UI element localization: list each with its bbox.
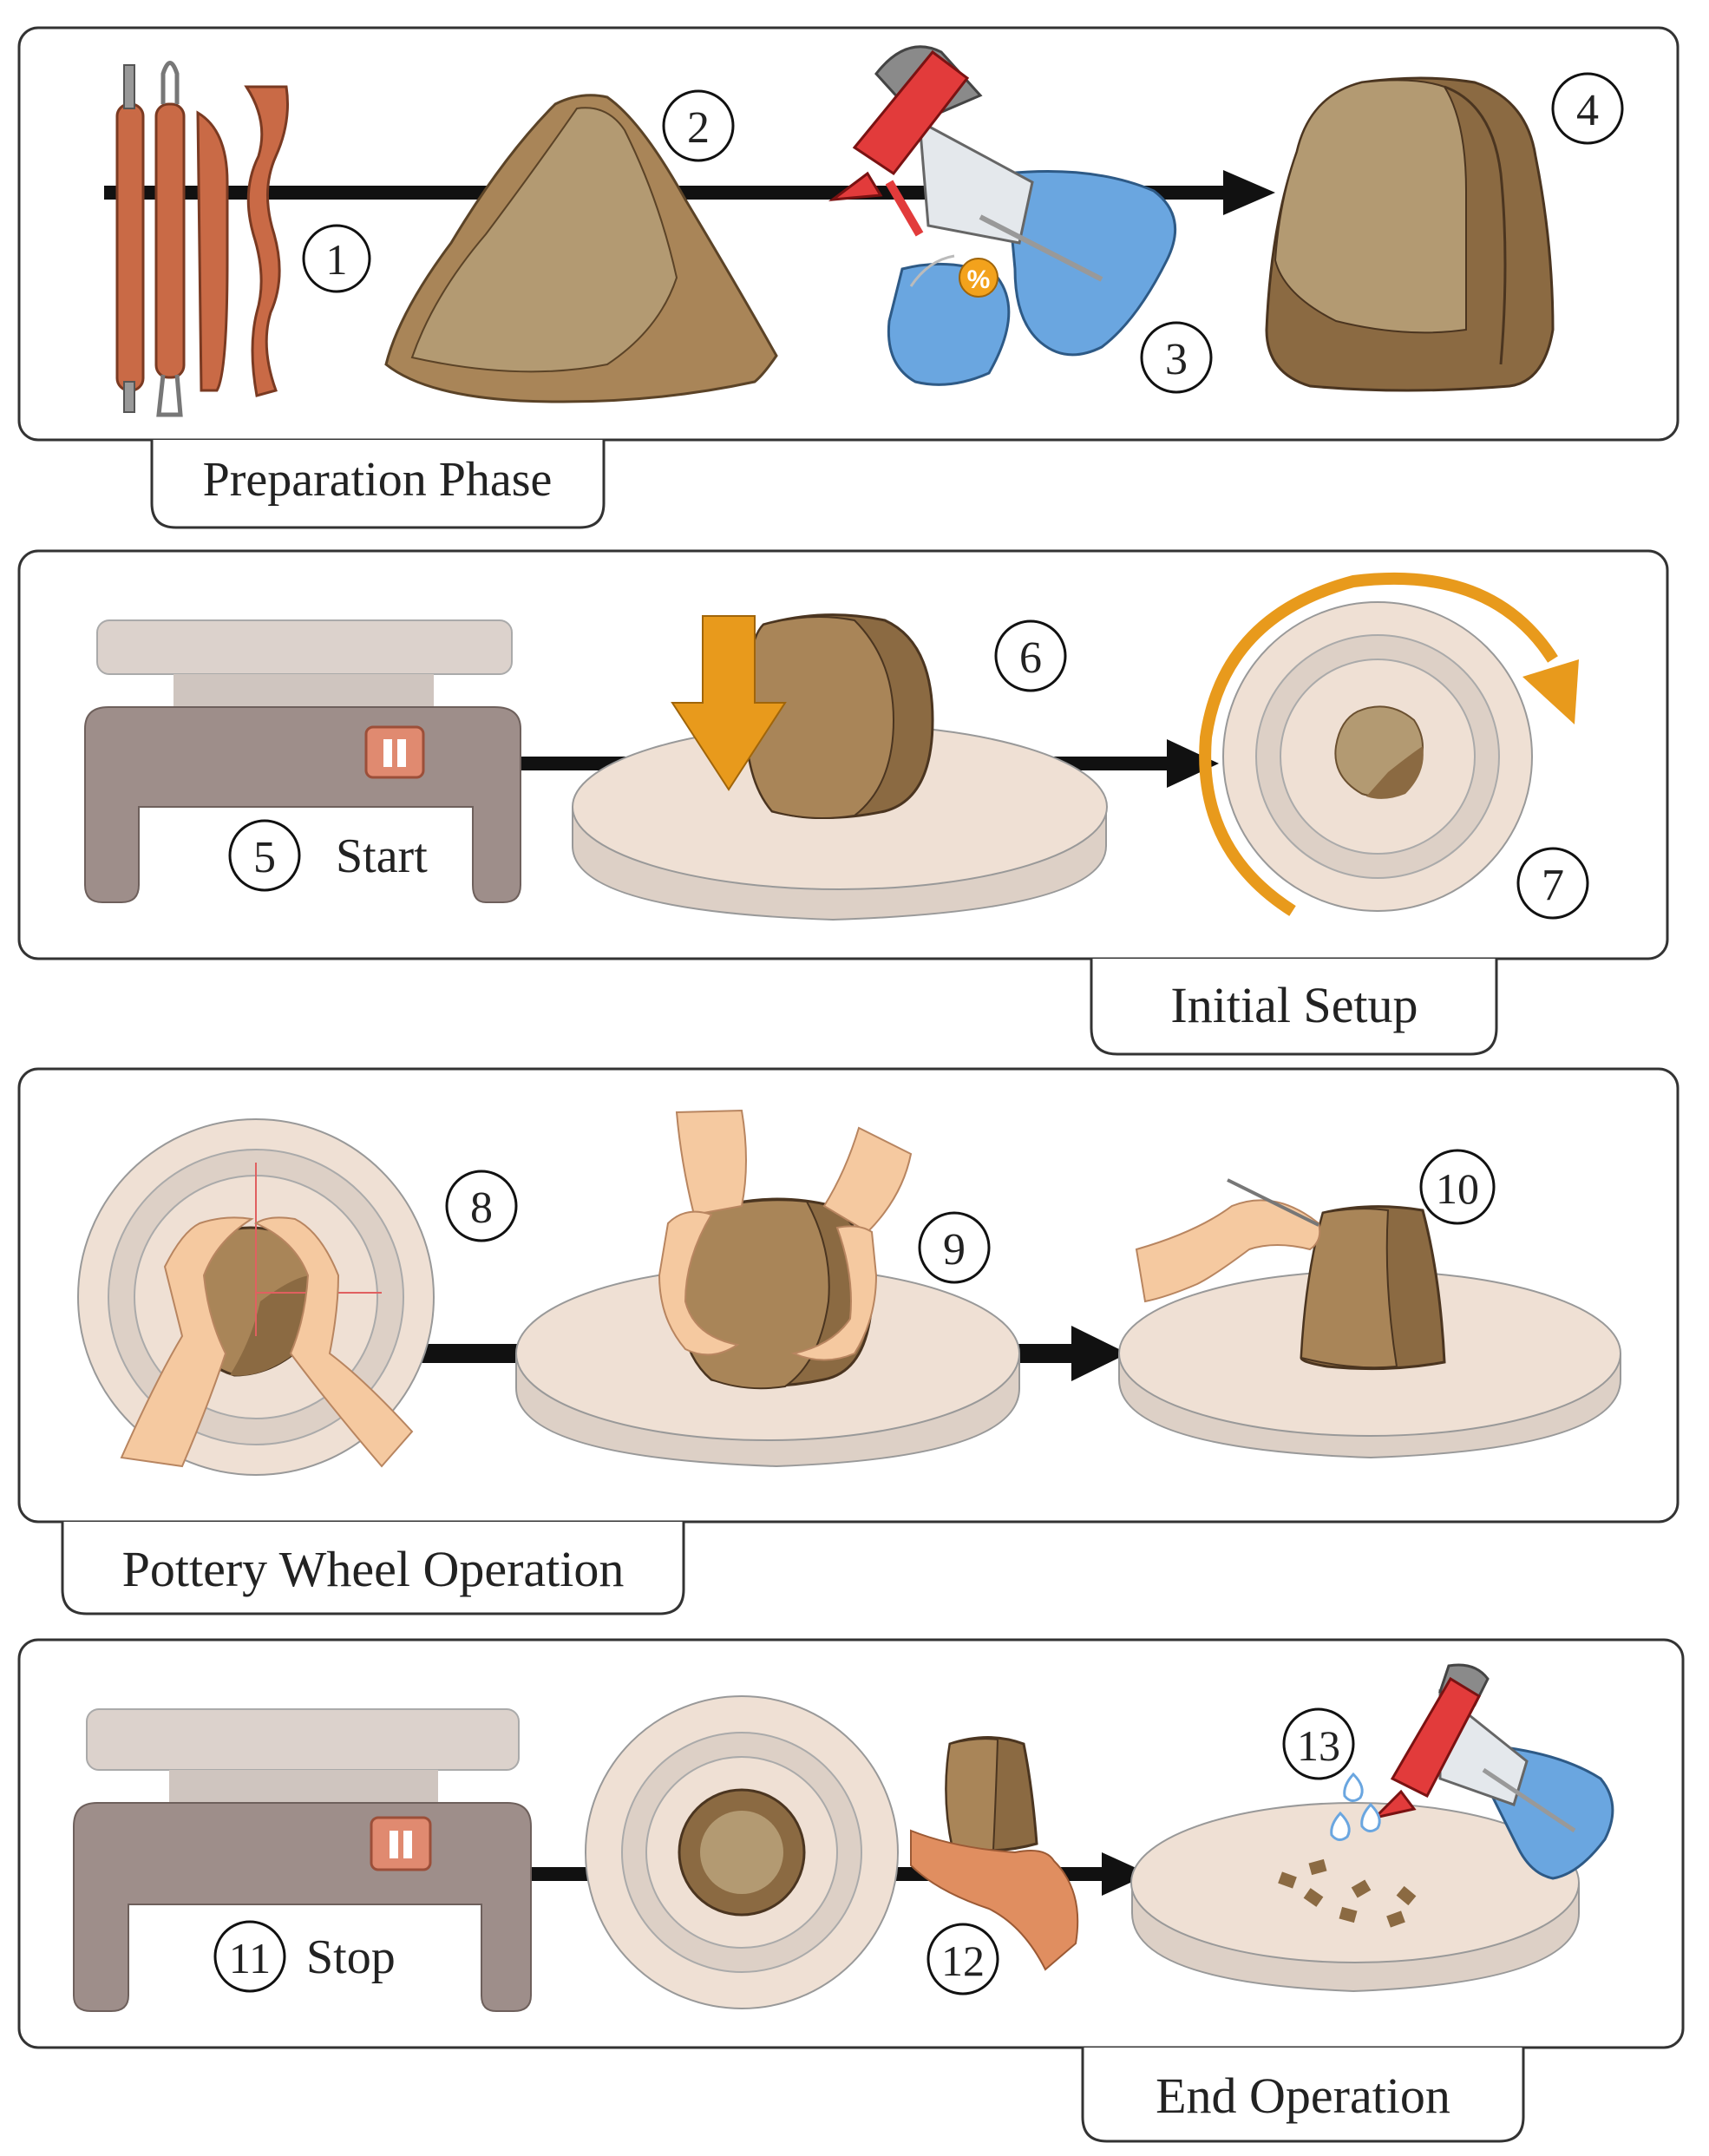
panel-pottery-wheel-operation: Pottery Wheel Operation 8: [17, 1067, 1680, 1615]
hand-with-tool-icon: [1135, 1178, 1321, 1303]
sculpting-tools-icon: [115, 61, 289, 417]
phase-title: Pottery Wheel Operation: [122, 1541, 625, 1597]
start-label: Start: [336, 829, 428, 883]
step-8-badge: 8: [445, 1170, 518, 1242]
step-2-badge: 2: [662, 89, 735, 162]
tab-end-operation: End Operation: [1081, 2048, 1525, 2143]
step-9-badge: 9: [918, 1211, 991, 1284]
panel-end-operation: End Operation 11 Stop: [17, 1638, 1685, 2143]
svg-text:1: 1: [326, 235, 348, 284]
svg-text:3: 3: [1165, 335, 1188, 384]
panel-initial-setup: Initial Setup 5 Start: [17, 549, 1669, 1056]
rotation-arrow-icon: [1199, 572, 1579, 916]
down-arrow-icon: [671, 615, 787, 791]
flow-arrowhead: [1102, 1852, 1149, 1896]
wheel-cleaning-icon: [1130, 1802, 1580, 1993]
spray-bottle-icon: [1371, 1663, 1614, 1880]
wheel-trimming-icon: [1118, 1205, 1621, 1459]
svg-text:4: 4: [1576, 86, 1599, 135]
svg-text:5: 5: [253, 833, 276, 882]
phase-title: Preparation Phase: [203, 453, 553, 507]
flow-arrowhead: [1223, 170, 1275, 215]
power-switch-icon: [364, 725, 425, 779]
svg-text:13: 13: [1297, 1721, 1340, 1770]
svg-text:8: 8: [470, 1183, 493, 1233]
flow-arrowhead: [1167, 739, 1219, 788]
svg-text:2: 2: [687, 103, 710, 153]
svg-text:11: 11: [229, 1934, 271, 1982]
percent-icon: %: [959, 258, 999, 298]
power-switch-icon: [370, 1816, 432, 1871]
panel-preparation: Preparation Phase 1 2: [17, 26, 1680, 529]
svg-text:12: 12: [941, 1936, 985, 1985]
step-10-badge: 10: [1419, 1149, 1496, 1225]
step-5-badge: 5: [228, 819, 301, 892]
svg-text:7: 7: [1542, 861, 1564, 910]
finished-pot-icon: [945, 1736, 1038, 1852]
svg-text:%: %: [967, 265, 991, 294]
tab-pottery-wheel-operation: Pottery Wheel Operation: [61, 1522, 685, 1615]
clay-block-icon: [1265, 76, 1555, 392]
step-3-badge: 3: [1140, 321, 1213, 394]
step-11-badge: 11: [213, 1920, 286, 1993]
tab-initial-setup: Initial Setup: [1090, 959, 1498, 1056]
svg-text:10: 10: [1436, 1164, 1479, 1213]
phase-title: End Operation: [1156, 2068, 1450, 2124]
flow-arrowhead: [1071, 1326, 1128, 1381]
clay-scraps-icon: [1278, 1858, 1417, 1928]
step-12-badge: 12: [927, 1923, 999, 1995]
step-4-badge: 4: [1551, 72, 1624, 145]
hands-icon: [658, 1109, 913, 1361]
stop-label: Stop: [306, 1930, 396, 1984]
step-6-badge: 6: [994, 619, 1067, 692]
clay-cone-icon: [384, 94, 778, 403]
step-7-badge: 7: [1516, 847, 1589, 920]
step-13-badge: 13: [1282, 1707, 1355, 1780]
wheel-top-view-icon: [1222, 601, 1533, 912]
svg-text:6: 6: [1019, 633, 1042, 683]
tab-preparation-phase: Preparation Phase: [150, 440, 606, 529]
wheel-with-clay-icon: [572, 613, 1108, 921]
step-1-badge: 1: [302, 224, 371, 293]
wheel-top-view-icon: [585, 1695, 899, 2009]
phase-title: Initial Setup: [1170, 977, 1418, 1033]
svg-text:9: 9: [943, 1225, 966, 1275]
hand-icon: [910, 1829, 1079, 1971]
water-drops-icon: [1330, 1772, 1381, 1841]
hands-icon: [120, 1216, 414, 1468]
